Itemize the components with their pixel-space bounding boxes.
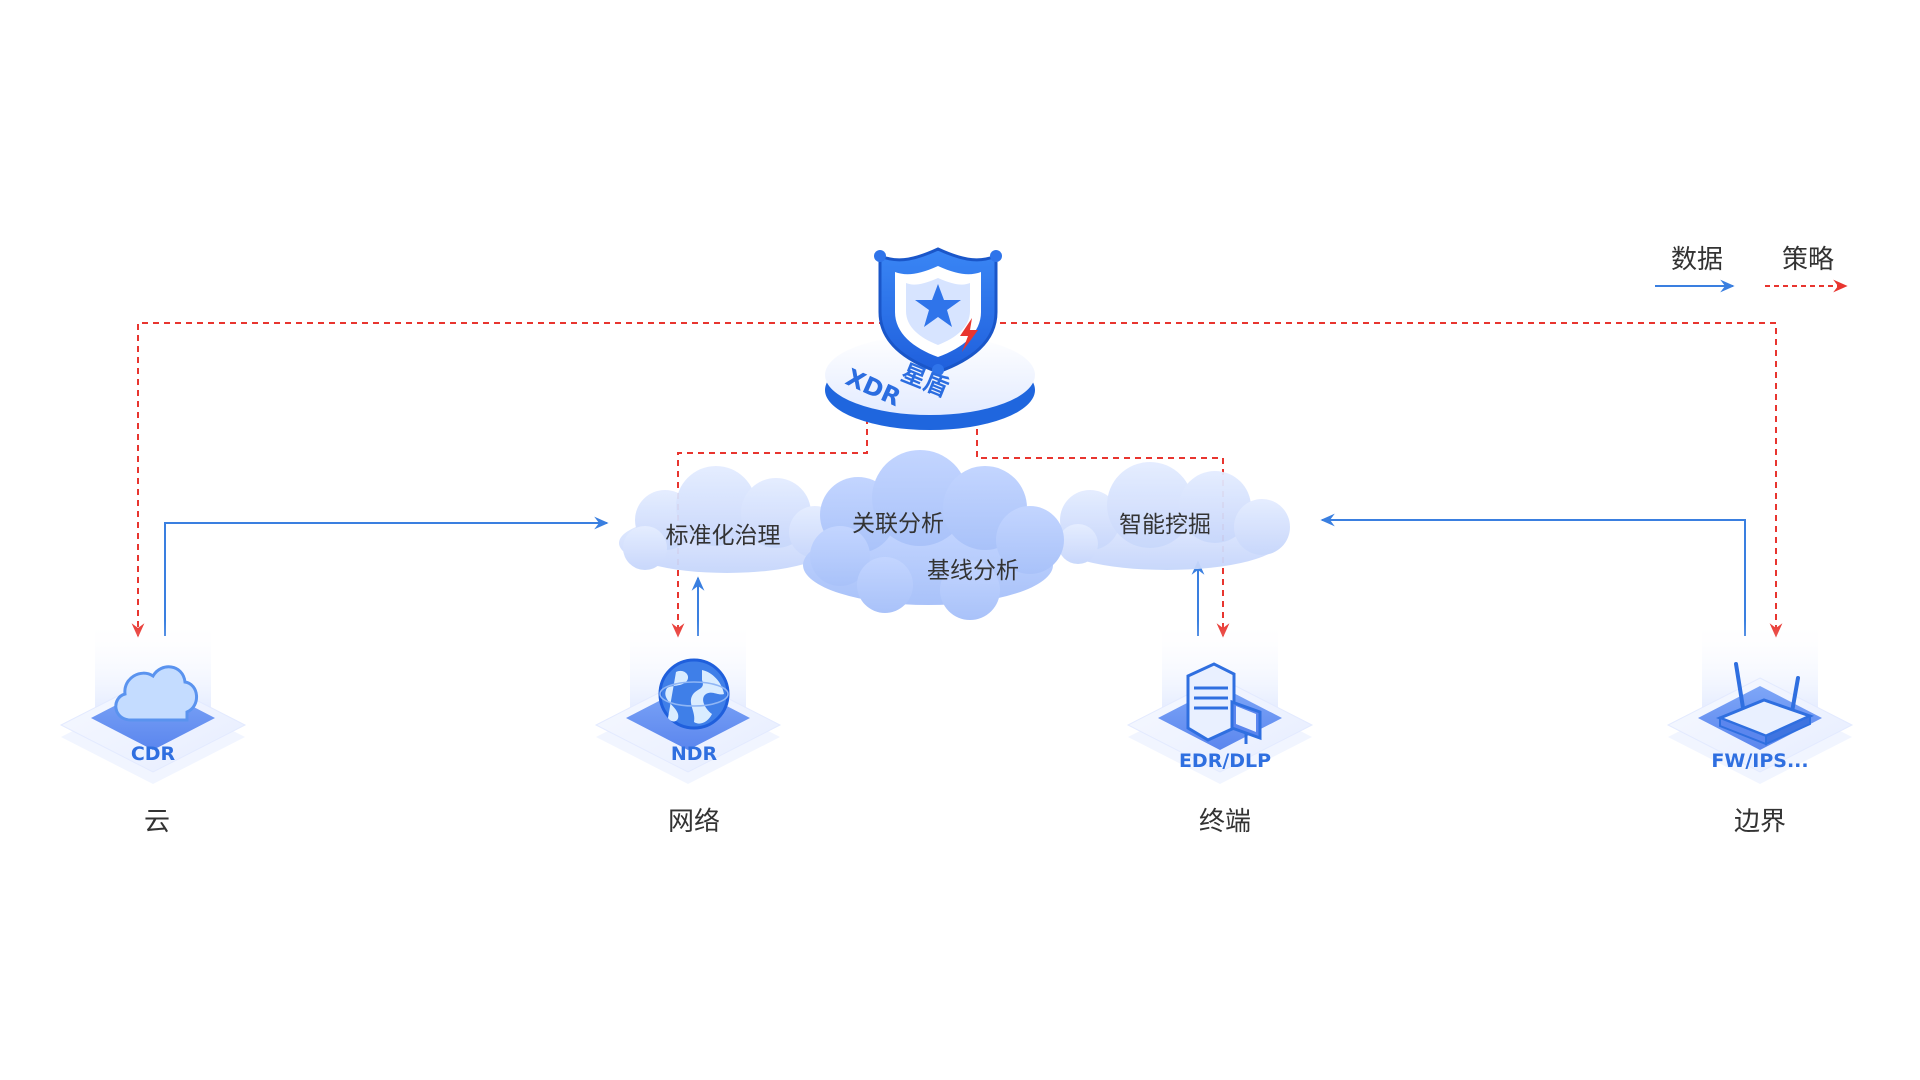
node-platform-label: EDR/DLP — [1179, 750, 1271, 772]
cloud-label-baseline: 基线分析 — [927, 558, 1019, 584]
node-platform-label: CDR — [131, 743, 176, 765]
data-line-boundary — [1320, 513, 1746, 636]
node-network: NDR 网络 — [594, 620, 782, 837]
router-icon — [1715, 662, 1815, 746]
cloud-icon — [114, 665, 198, 722]
cloud-label-mining: 智能挖掘 — [1119, 512, 1211, 538]
cloud-label-standardization: 标准化治理 — [666, 523, 781, 549]
legend: 数据 策略 — [1655, 245, 1848, 293]
bolt-icon — [960, 318, 978, 352]
node-cloud: CDR 云 — [59, 620, 247, 837]
data-line-cloud — [164, 516, 609, 636]
cloud-right-shape — [1052, 462, 1290, 570]
xdr-disc-top — [825, 335, 1035, 415]
cloud-middle-shape — [803, 450, 1064, 620]
node-category-label: 终端 — [1199, 807, 1251, 837]
node-endpoint: EDR/DLP 终端 — [1126, 620, 1314, 837]
server-monitor-icon — [1186, 662, 1262, 744]
globe-icon — [658, 658, 730, 730]
policy-line-boundary — [1000, 322, 1783, 638]
node-platform-label: NDR — [671, 743, 718, 765]
cloud-label-correlation: 关联分析 — [852, 511, 944, 537]
node-category-label: 边界 — [1734, 807, 1786, 837]
node-category-label: 网络 — [668, 807, 720, 837]
cloud-left-shape — [619, 466, 841, 573]
shield-icon — [874, 247, 1002, 376]
analysis-cloud: 标准化治理 关联分析 基线分析 智能挖掘 — [619, 450, 1290, 620]
node-category-label: 云 — [144, 807, 170, 837]
xdr-center: XDR 星盾 — [825, 247, 1035, 430]
legend-data-label: 数据 — [1671, 245, 1723, 275]
node-boundary: FW/IPS... 边界 — [1666, 620, 1854, 837]
node-platform-label: FW/IPS... — [1711, 750, 1808, 772]
star-icon — [915, 284, 961, 327]
legend-policy-label: 策略 — [1782, 245, 1834, 275]
